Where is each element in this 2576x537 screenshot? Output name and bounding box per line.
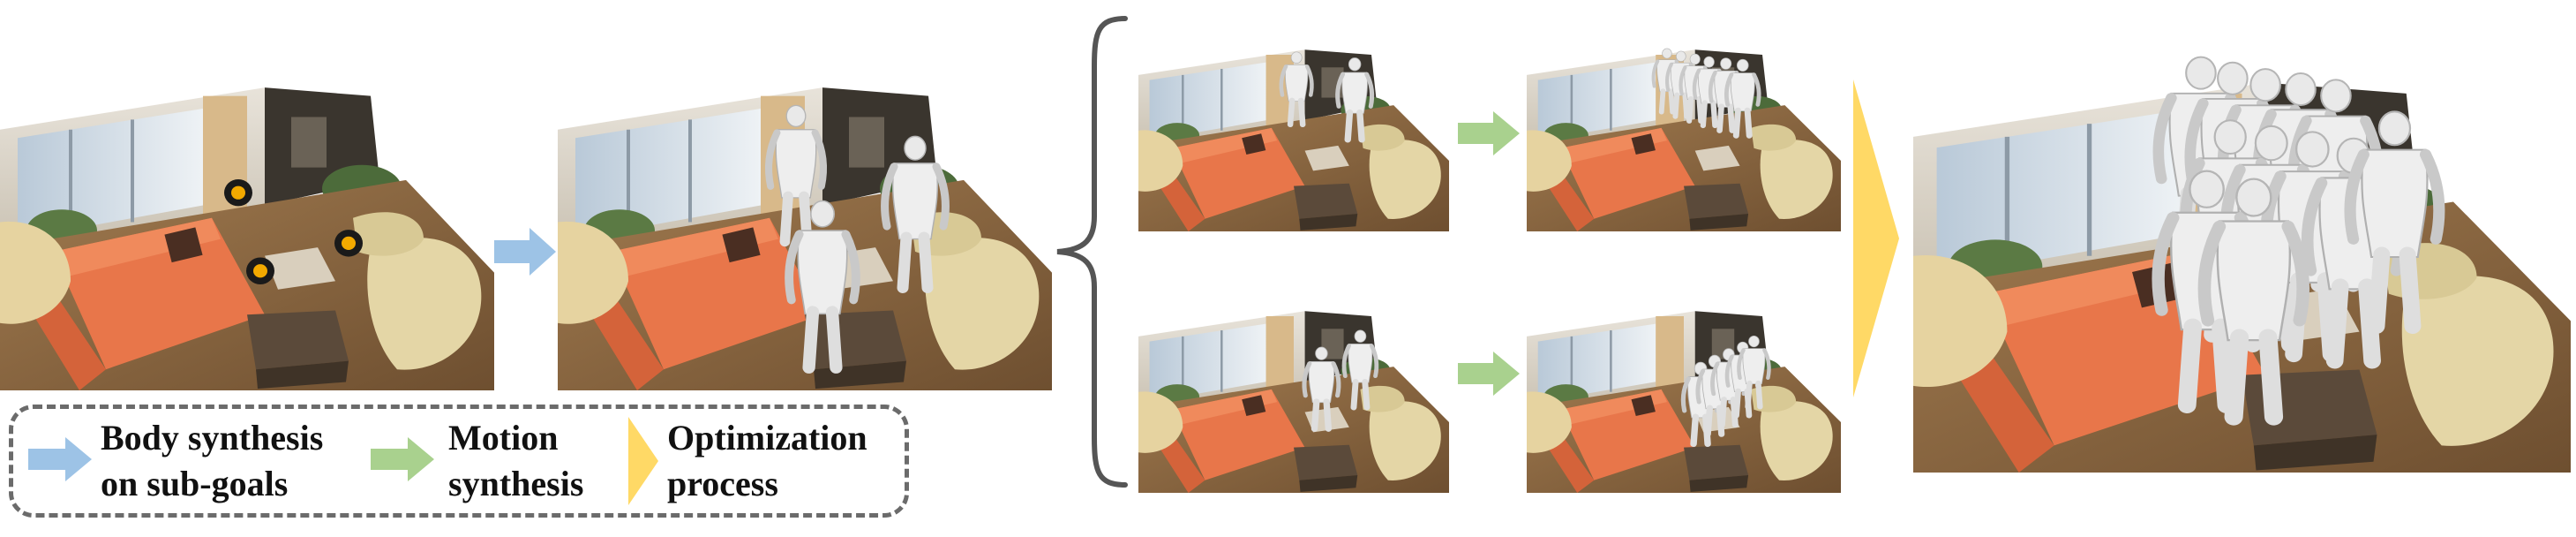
legend-body-synthesis-line2: on sub-goals bbox=[101, 464, 289, 503]
legend-body-synthesis-arrow-icon bbox=[28, 437, 92, 481]
legend-body-synthesis-label: Body synthesis on sub-goals bbox=[101, 415, 323, 507]
scene-optimized-result bbox=[1913, 18, 2571, 473]
legend-motion-synthesis-label: Motion synthesis bbox=[448, 415, 583, 507]
goal-marker-2 bbox=[334, 230, 363, 257]
left-curly-brace-icon bbox=[1056, 16, 1128, 488]
optimization-triangle-icon bbox=[1853, 79, 1899, 397]
scene-candidate-a-start bbox=[1138, 19, 1449, 231]
goal-marker-3 bbox=[246, 257, 274, 284]
scene-candidate-b-start bbox=[1138, 281, 1449, 493]
motion-synthesis-arrow-top-icon bbox=[1458, 111, 1520, 155]
legend-optimization-line2: process bbox=[667, 464, 778, 503]
scene-body-synthesis-result bbox=[558, 37, 1052, 390]
scene-candidate-b-motion bbox=[1527, 281, 1841, 493]
legend-box bbox=[9, 405, 909, 518]
legend-optimization-line1: Optimization bbox=[667, 418, 867, 458]
motion-synthesis-arrow-bottom-icon bbox=[1458, 352, 1520, 396]
scene-candidate-a-motion bbox=[1527, 19, 1841, 231]
legend-optimization-label: Optimization process bbox=[667, 415, 867, 507]
body-synthesis-arrow-icon bbox=[494, 228, 556, 276]
goal-marker-1 bbox=[224, 178, 252, 207]
legend-motion-synthesis-line2: synthesis bbox=[448, 464, 584, 503]
legend-body-synthesis-line1: Body synthesis bbox=[101, 418, 324, 458]
legend-motion-synthesis-arrow-icon bbox=[371, 437, 434, 481]
legend-optimization-triangle-icon bbox=[628, 417, 658, 505]
legend-motion-synthesis-line1: Motion bbox=[448, 418, 559, 458]
scene-initial-with-goals bbox=[0, 37, 494, 390]
